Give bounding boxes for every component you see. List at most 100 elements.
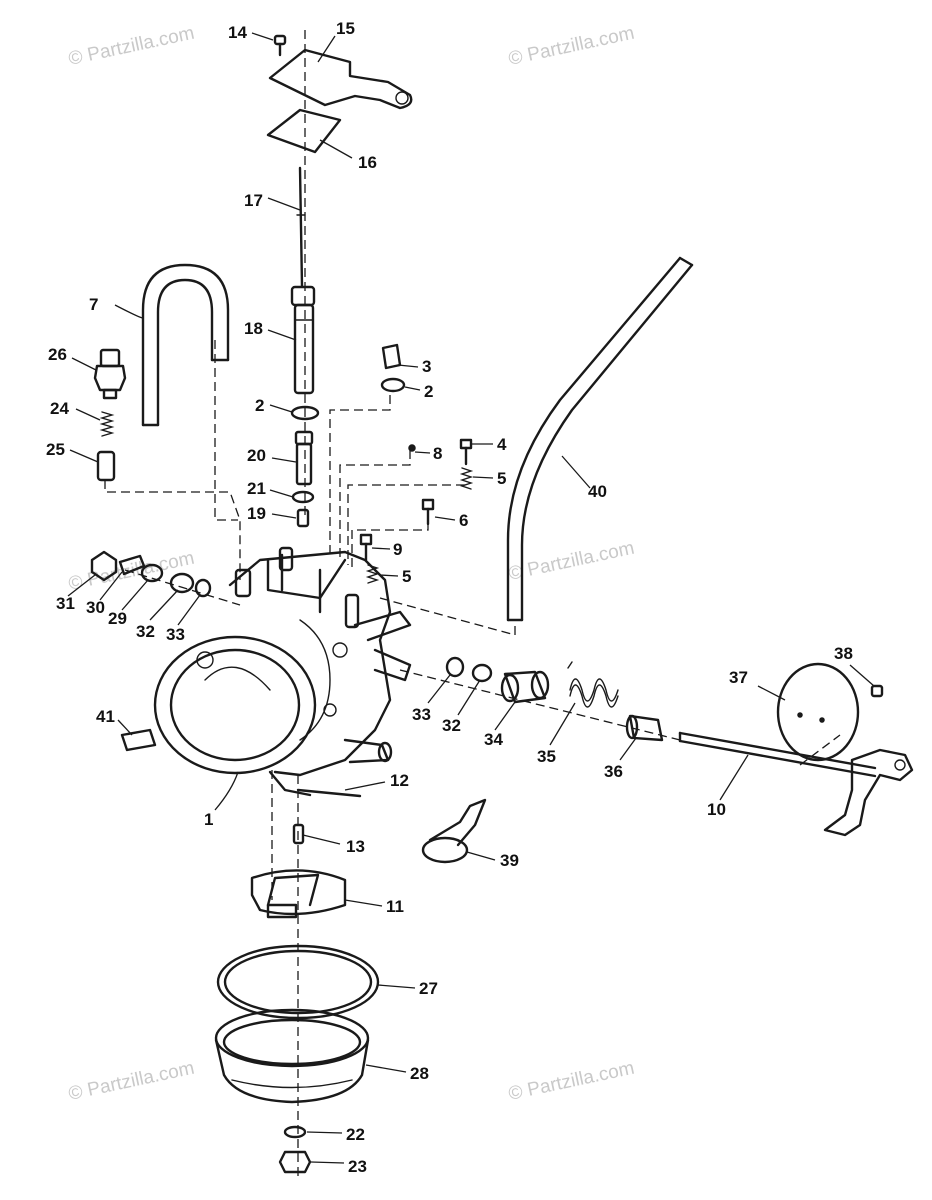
callout-2: 2 [255,396,264,415]
callout-26: 26 [48,345,67,364]
part-28-float-bowl [214,1008,370,1104]
callout-40: 40 [588,482,607,501]
part-5-spring [459,467,474,490]
callout-6: 6 [459,511,468,530]
callout-2-b: 2 [424,382,433,401]
part-40-fuel-tube [506,256,682,622]
callout-15: 15 [336,19,355,38]
part-40-fuel-tube-inner [520,263,694,622]
callout-33: 33 [166,625,185,644]
callout-8: 8 [433,444,442,463]
callout-37: 37 [729,668,748,687]
part-2-washer [290,405,320,421]
callout-34: 34 [484,730,503,749]
callout-labels: 14 15 16 17 7 18 26 3 2 2 24 8 4 25 20 5… [46,19,853,1176]
part-1-carburetor-body [153,546,412,797]
callout-29: 29 [108,609,127,628]
part-3-fitting [381,343,402,370]
callout-19: 19 [247,504,266,523]
callout-5-b: 5 [402,567,411,586]
watermark: © Partzilla.com [507,23,637,70]
callout-32: 32 [136,622,155,641]
callout-3: 3 [422,357,431,376]
part-15-top-cover [268,48,413,110]
callout-4: 4 [497,435,507,454]
part-37-throttle-plate [776,662,860,762]
callout-16: 16 [358,153,377,172]
part-36-sleeve [625,714,664,742]
callout-14: 14 [228,23,247,42]
part-35-spring [567,661,619,708]
callout-21: 21 [247,479,266,498]
part-7-vent-tube [141,263,230,427]
part-39-bracket [421,798,487,864]
watermark: © Partzilla.com [67,1058,197,1105]
part-34-bushing [500,670,550,704]
part-19-main-jet [296,508,310,528]
callout-12: 12 [390,771,409,790]
part-14-screw [273,34,287,57]
part-12-rod [296,788,362,798]
part-10-throttle-shaft [678,731,914,837]
callout-35: 35 [537,747,556,766]
part-13-float-needle [292,823,305,845]
part-17-jet-needle [298,166,304,288]
part-21-washer [291,490,315,504]
callout-38: 38 [834,644,853,663]
callout-7: 7 [89,295,98,314]
callout-10: 10 [707,800,726,819]
part-22-washer [283,1125,307,1139]
callout-17: 17 [244,191,263,210]
part-2-washer [380,377,406,393]
part-33-nut [445,656,465,678]
part-26-fitting [93,348,127,400]
part-5-spring [365,564,380,584]
part-27-bowl-gasket [216,944,380,1020]
callout-27: 27 [419,979,438,998]
part-33-nut [194,578,212,598]
part-41-pad [120,728,157,752]
callout-20: 20 [247,446,266,465]
part-32-washer [169,572,195,594]
part-8-ball [408,444,416,452]
part-24-spring [99,411,115,437]
callout-9: 9 [393,540,402,559]
part-6-screw [421,498,435,526]
callout-39: 39 [500,851,519,870]
callout-33-b: 33 [412,705,431,724]
callout-41: 41 [96,707,115,726]
part-38-screw [870,684,884,698]
part-7-vent-tube-inner [156,278,214,427]
callout-32-b: 32 [442,716,461,735]
part-16-gasket [266,108,342,154]
callout-5: 5 [497,469,506,488]
callout-1: 1 [204,810,213,829]
watermark: © Partzilla.com [67,23,197,70]
part-11-float [250,869,347,919]
part-20-needle-jet [294,430,314,486]
callout-23: 23 [348,1157,367,1176]
callout-11: 11 [386,897,404,916]
callout-24: 24 [50,399,69,418]
callout-30: 30 [86,598,105,617]
part-25-plug [96,450,116,482]
callout-36: 36 [604,762,623,781]
assembly-lines [104,30,841,1180]
callout-31: 31 [56,594,75,613]
part-4-screw [459,438,473,466]
callout-28: 28 [410,1064,429,1083]
callout-25: 25 [46,440,65,459]
part-18-throttle-slide [290,285,316,395]
callout-18: 18 [244,319,263,338]
part-29-washer [140,563,164,583]
leader-lines [67,32,875,1164]
part-32-washer [471,663,493,683]
part-15-hole [395,91,409,105]
callout-22: 22 [346,1125,365,1144]
part-23-drain-plug [278,1150,312,1174]
part-9-screw [359,533,373,562]
watermark: © Partzilla.com [507,1058,637,1105]
part-31-nut [90,550,118,582]
watermark: © Partzilla.com [507,538,637,585]
